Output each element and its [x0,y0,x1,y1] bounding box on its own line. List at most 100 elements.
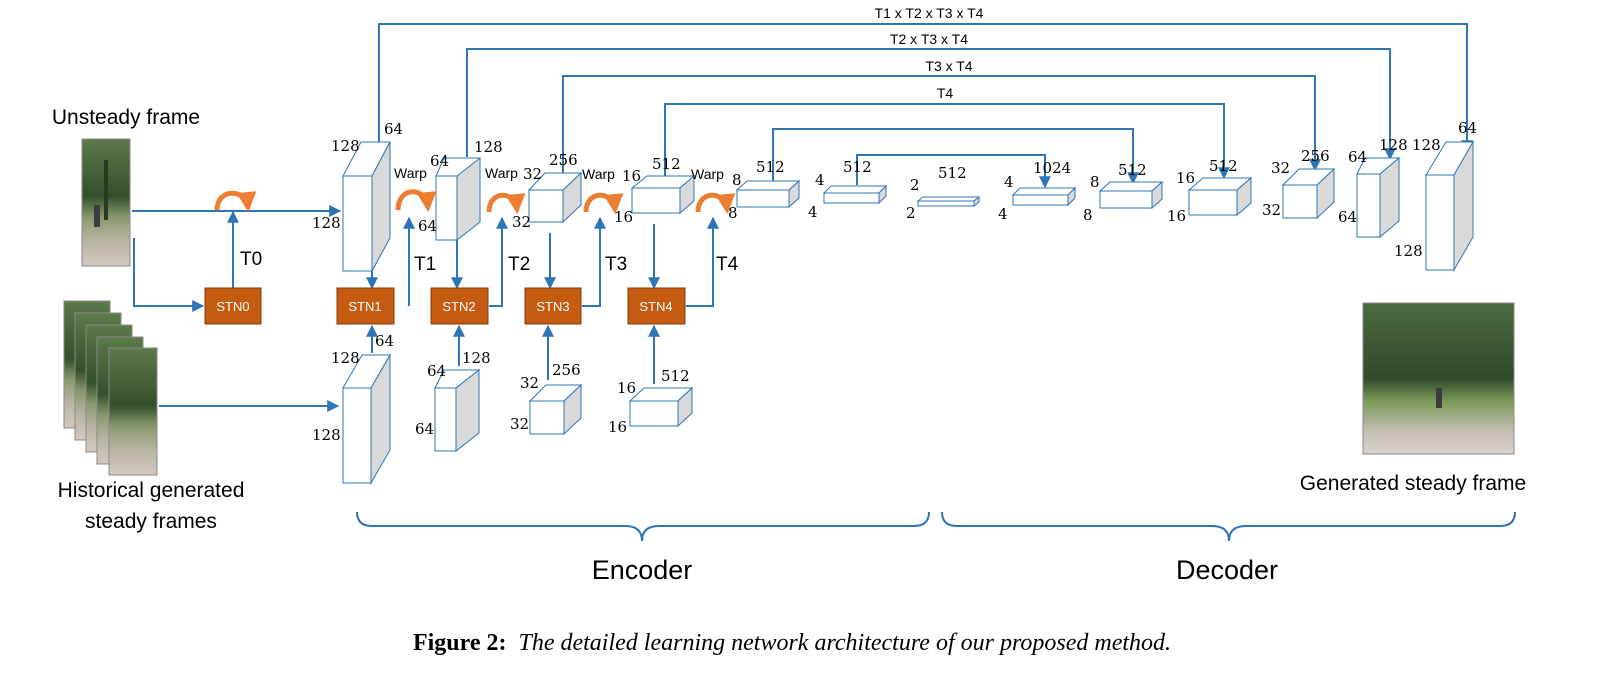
encoder-slab-e2 [435,156,481,242]
dim-e1-width: 128 [331,137,360,155]
t2-label: T2 [508,254,530,275]
arrow-t2 [489,216,508,307]
dim-e4-width: 16 [622,167,641,185]
history-slab-h4 [628,386,694,428]
dim-h2-width: 64 [427,362,446,380]
dim-h1-channels: 64 [375,332,394,350]
decoder-slab-d2 [1187,176,1253,217]
dim-d5-height: 128 [1394,242,1423,260]
dim-h4-height: 16 [608,418,627,436]
decoder-label: Decoder [1176,555,1278,585]
history-slab-h1 [342,353,391,485]
dim-d1-height: 8 [1083,206,1093,224]
warp-arc-4 [695,192,736,214]
dim-d3-channels: 256 [1301,147,1330,165]
dim-m3-height: 4 [998,205,1008,223]
t1-label: T1 [414,254,436,275]
stn3-label: STN3 [536,299,569,314]
dim-m1-channels: 512 [843,158,872,176]
encoder-slab-e5 [735,179,801,209]
dim-m3-width: 4 [1004,173,1014,191]
dim-d4-height: 64 [1338,208,1357,226]
warp-label-3: Warp [582,166,615,182]
dim-h4-width: 16 [617,379,636,397]
stn2-box [430,287,489,325]
skip-label-2: T2 x T3 x T4 [890,31,968,47]
warp-label-4: Warp [691,166,724,182]
dim-h2-height: 64 [415,420,434,438]
t3-label: T3 [605,254,627,275]
skip-line-6 [856,154,1051,189]
skip-line-3 [562,75,1321,175]
skip-line-2 [466,48,1396,161]
dim-e5-width: 8 [732,171,742,189]
dim-e1-channels: 64 [384,120,403,138]
dim-h3-channels: 256 [552,361,581,379]
dim-e5-height: 8 [728,204,738,222]
history-slab-h3 [528,383,583,436]
encoder-slab-e3 [527,171,583,224]
dim-d1-width: 8 [1090,173,1100,191]
dim-m2-channels: 512 [938,164,967,182]
dim-m1-width: 4 [815,171,825,189]
generated-frame-label: Generated steady frame [1300,472,1526,495]
encoder-slab-e1 [342,141,391,272]
stn1-label: STN1 [348,299,381,314]
transform-labels: T0 T1 T2 T3 T4 [240,249,739,275]
stn0-box [204,287,262,325]
stn4-box [627,287,686,325]
dim-e4-channels: 512 [652,155,681,173]
unsteady-frame-image [81,138,131,267]
dim-h3-width: 32 [520,374,539,392]
decoder-slab-d1 [1098,180,1164,210]
bottleneck-slab-m1 [822,184,888,205]
t4-label: T4 [716,254,739,275]
warp-label-1: Warp [394,165,427,181]
stn-boxes: STN0 STN1 STN2 STN3 STN4 [204,287,686,325]
dim-d3-height: 32 [1262,201,1281,219]
dim-h2-channels: 128 [462,349,491,367]
dim-e2-height: 64 [418,217,437,235]
dim-e2-width: 64 [430,152,449,170]
warp-arc-2 [486,192,526,214]
historical-label-line2: steady frames [85,510,217,533]
dim-e3-height: 32 [512,213,531,231]
dim-e5-channels: 512 [756,158,785,176]
caption-label: Figure 2: [413,630,507,656]
dim-m3-channels: 1024 [1033,159,1071,177]
t0-label: T0 [240,249,262,270]
dim-d5-channels: 64 [1458,119,1477,137]
dim-e1-height: 128 [312,214,341,232]
skip-label-3: T3 x T4 [925,58,972,74]
arrow-t3 [582,216,606,307]
encoder-brace [356,511,930,542]
dim-m1-height: 4 [808,203,818,221]
skip-line-5 [772,128,1139,185]
decoder-slab-d5 [1425,140,1474,272]
warp-arc-1 [395,189,437,212]
dim-e3-channels: 256 [549,151,578,169]
unsteady-frame-label: Unsteady frame [52,106,200,129]
bottleneck-slab-m3 [1011,186,1077,207]
dim-m2-width: 2 [910,176,920,194]
dimension-labels: 64 128 128 128 64 64 256 32 32 512 16 16… [312,119,1477,444]
decoder-slab-d3 [1281,167,1336,220]
warp-arc-3 [583,192,624,214]
stn2-label: STN2 [442,299,475,314]
skip-label-1: T1 x T2 x T3 x T4 [875,5,984,21]
warp-labels: Warp Warp Warp Warp [394,165,724,182]
dim-e3-width: 32 [523,165,542,183]
skip-line-4 [664,103,1230,185]
skip-line-1 [378,23,1473,153]
dim-d4-channels: 128 [1379,136,1408,154]
encoder-slab-e4 [630,174,696,215]
dim-e2-channels: 128 [474,138,503,156]
skip-labels: T1 x T2 x T3 x T4 T2 x T3 x T4 T3 x T4 T… [875,5,984,101]
decoder-slab-d4 [1356,156,1401,239]
dim-d2-height: 16 [1167,207,1186,225]
connection-lines [132,23,1473,412]
history-slab-h2 [434,368,481,453]
warp-label-2: Warp [485,165,518,181]
dim-d1-channels: 512 [1118,161,1147,179]
